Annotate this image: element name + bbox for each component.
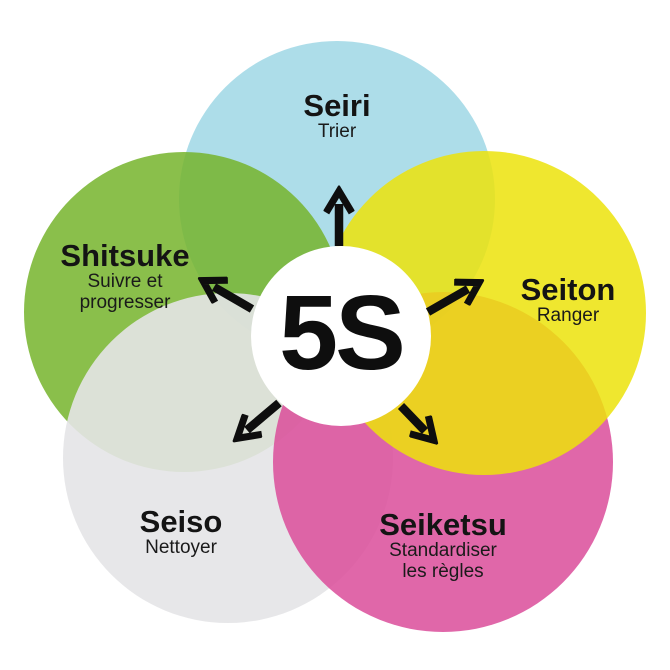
seiketsu-subtitle-line1: Standardiser	[389, 540, 497, 562]
arrow-upper-right-icon	[425, 289, 468, 316]
center-5s-label: 5S	[279, 274, 406, 392]
arrow-lower-right-icon	[397, 403, 425, 431]
shitsuke-subtitle-line2: progresser	[79, 292, 171, 314]
arrow-lower-left-icon	[247, 399, 282, 430]
seiketsu-name: Seiketsu	[379, 507, 507, 543]
seiri-name: Seiri	[303, 87, 371, 123]
seiton-label: Seiton Ranger	[521, 274, 616, 326]
seiton-subtitle: Ranger	[536, 304, 600, 326]
shitsuke-label: Shitsuke Suivre et progresser	[60, 240, 189, 314]
shitsuke-name: Shitsuke	[60, 238, 190, 274]
seiri-subtitle: Trier	[317, 120, 357, 142]
center-circle: 5S	[251, 246, 431, 426]
shitsuke-subtitle-line1: Suivre et	[87, 271, 163, 293]
arrow-upper-left-icon	[214, 287, 255, 313]
seiso-subtitle: Nettoyer	[145, 536, 217, 558]
seiso-label: Seiso Nettoyer	[140, 506, 223, 558]
seiso-name: Seiso	[139, 503, 223, 539]
seiton-name: Seiton	[520, 271, 616, 307]
seiketsu-subtitle-line2: les règles	[402, 561, 484, 583]
seiketsu-label: Seiketsu Standardiser les règles	[379, 509, 507, 583]
seiri-label: Seiri Trier	[303, 90, 370, 142]
